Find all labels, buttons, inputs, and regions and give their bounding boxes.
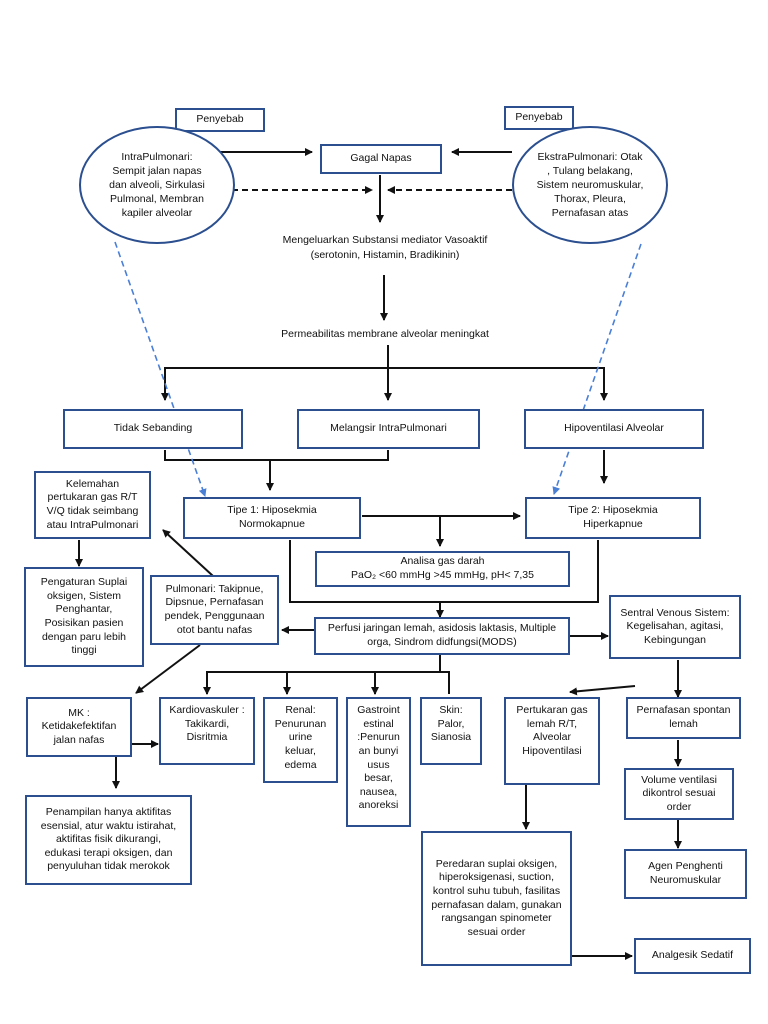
gagal-napas-box: Gagal Napas [320,144,442,174]
renal-box: Renal: Penurunan urine keluar, edema [263,697,338,783]
bracket-tipe-to-perfusi [289,540,599,603]
permeabilitas-text: Permeabilitas membrane alveolar meningka… [281,328,489,340]
arrow-pulmonari-to-kelemahan [162,529,214,577]
sentral-box: Sentral Venous Sistem: Kegelisahan, agit… [609,595,741,659]
tipe2-box: Tipe 2: Hiposekmia Hiperkapnue [525,497,701,539]
perfusi-box: Perfusi jaringan lemah, asidosis laktasi… [314,617,570,655]
intrapulmonari-ellipse: IntraPulmonari: Sempit jalan napas dan a… [79,126,235,244]
agen-box: Agen Penghenti Neuromuskular [624,849,747,899]
mediator-text: Mengeluarkan Substansi mediator Vasoakti… [282,234,488,262]
ekstrapulmonari-ellipse: EkstraPulmonari: Otak , Tulang belakang,… [512,126,668,244]
penampilan-box: Penampilan hanya aktifitas esensial, atu… [25,795,192,885]
skin-box: Skin: Palor, Sianosia [420,697,482,765]
gastro-box: Gastroint estinal :Penurun an bunyi usus… [346,697,411,827]
volume-box: Volume ventilasi dikontrol sesuai order [624,768,734,820]
tidak-sebanding-box: Tidak Sebanding [63,409,243,449]
kardio-box: Kardiovaskuler : Takikardi, Disritmia [159,697,255,765]
penyebab-right-box: Penyebab [504,106,574,130]
pengaturan-box: Pengaturan Suplai oksigen, Sistem Pengha… [24,567,144,667]
analisa-box: Analisa gas darah PaO₂ <60 mmHg >45 mmHg… [315,551,570,587]
pulmonari-box: Pulmonari: Takipnue, Dipsnue, Pernafasan… [150,575,279,645]
dashed-blue-intra-to-tipe1 [114,241,207,497]
mk-box: MK : Ketidakefektifan jalan nafas [26,697,132,757]
tipe1-box: Tipe 1: Hiposekmia Normokapnue [183,497,361,539]
hipoventilasi-box: Hipoventilasi Alveolar [524,409,704,449]
kelemahan-box: Kelemahan pertukaran gas R/T V/Q tidak s… [34,471,151,539]
arrow-to-mk [135,644,201,694]
arrow-sentral-to-pertukaran [569,685,636,696]
merge-bar [164,450,389,461]
penyebab-left-box: Penyebab [175,108,265,132]
distribution-bar [164,367,605,400]
dashed-blue-ekstra-to-tipe2 [552,243,642,495]
pernafasan-spontan-box: Pernafasan spontan lemah [626,697,741,739]
pertukaran-box: Pertukaran gas lemah R/T, Alveolar Hipov… [504,697,600,785]
melangsir-box: Melangsir IntraPulmonari [297,409,480,449]
peredaran-box: Peredaran suplai oksigen, hiperoksigenas… [421,831,572,966]
analgesik-box: Analgesik Sedatif [634,938,751,974]
